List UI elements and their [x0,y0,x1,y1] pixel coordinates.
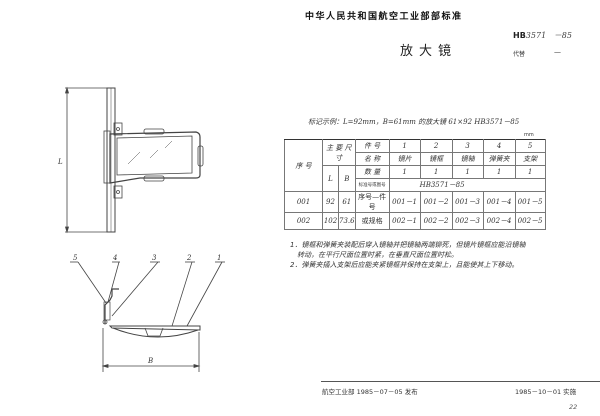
header-main-dims: 主 要 尺 寸 [322,139,356,166]
part-no: 5 [514,139,546,153]
callout-4: 4 [112,254,117,262]
part-no: 4 [482,139,516,153]
part-name: 镜轴 [451,152,484,166]
header-L: L [322,165,339,192]
part-code-cell: 001－4 [482,191,516,213]
callout-2: 2 [186,254,192,262]
replaces-label: 代替 [513,51,526,58]
part-code-cell: 001－5 [514,191,546,213]
part-code-cell: 002－4 [482,212,516,230]
dimension-L-label: L [57,158,63,166]
part-code-cell: 002－1 [388,212,421,230]
issuing-authority: 中华人民共和国航空工业部部标准 [305,12,463,22]
side-view-drawing [70,261,225,372]
table-row: 002 102 73.6 或规格 002－1 002－2 002－3 002－4… [284,212,546,230]
part-no: 3 [451,139,484,153]
part-code-cell: 001－1 [388,191,421,213]
part-code-cell: 001－2 [419,191,453,213]
standard-year: －85 [553,31,572,40]
top-view-drawing [64,86,204,234]
note-1-cont: 转动，在平行尺面位置时紧，在垂直尺面位置时松。 [290,251,458,259]
table-row: 001 92 61 序号—件号 001－1 001－2 001－3 001－4 … [284,191,546,213]
part-code-cell: 001－3 [451,191,484,213]
label-qty: 数 量 [354,165,390,179]
dimension-B-label: B [147,357,153,365]
unit-note: mm [524,132,534,138]
part-code-cell: 002－3 [451,212,484,230]
B-cell: 73.6 [338,212,356,230]
label-material: 或规格 [354,212,390,230]
quantity: 1 [482,165,516,179]
label-code: 序号—件号 [354,191,390,213]
standard-prefix: HB [513,31,526,40]
quantity: 1 [451,165,484,179]
parts-table: 序 号 主 要 尺 寸 件 号 1 2 3 4 5 名 称 镜片 镜框 镜轴 弹… [284,139,546,230]
standard-code: 3571 [525,31,547,40]
label-standard: 标准号或图号 [354,178,390,192]
callout-3: 3 [152,254,157,262]
document-title: 放大镜 [400,44,458,59]
standard-number: HB3571 －85 [513,30,572,41]
part-name: 镜片 [388,152,421,166]
part-no: 1 [388,139,421,153]
callout-1: 1 [217,254,221,262]
serial-cell: 001 [284,191,323,213]
note-1: 1．镜框和弹簧夹装配后穿入镜轴并把镜轴两端铆死，但镜片镜框应能沿镜轴 [290,241,526,249]
header-B: B [338,165,356,192]
label-name: 名 称 [354,152,390,166]
part-no: 2 [419,139,453,153]
marking-example: 标记示例：L=92mm，B=61mm 的放大镜 61×92 HB3571－85 [308,118,520,126]
part-code-cell: 002－2 [419,212,453,230]
note-2: 2．弹簧夹插入支架后应能夹紧镜框并保持在支架上，且能使其上下移动。 [290,261,519,269]
callout-5: 5 [73,254,78,262]
part-code-cell: 002－5 [514,212,546,230]
part-name: 镜框 [419,152,453,166]
part-name: 弹簧夹 [482,152,516,166]
label-part-no: 件 号 [354,139,390,153]
replaces-value: — [554,48,561,56]
page-number: 22 [569,403,578,411]
quantity: 1 [514,165,546,179]
technical-notes: 1．镜框和弹簧夹装配后穿入镜轴并把镜轴两端铆死，但镜片镜框应能沿镜轴 转动，在平… [290,240,600,270]
standard-reference: HB3571－85 [388,178,546,192]
effective-date: 1985－10－01 实施 [515,388,577,396]
L-cell: 92 [322,191,339,213]
part-name: 支架 [514,152,546,166]
L-cell: 102 [322,212,339,230]
serial-cell: 002 [284,212,323,230]
header-serial: 序 号 [284,139,323,192]
quantity: 1 [388,165,421,179]
quantity: 1 [419,165,453,179]
issue-date: 航空工业部 1985－07－05 发布 [322,388,418,396]
footer-divider [321,381,600,382]
B-cell: 61 [338,191,356,213]
